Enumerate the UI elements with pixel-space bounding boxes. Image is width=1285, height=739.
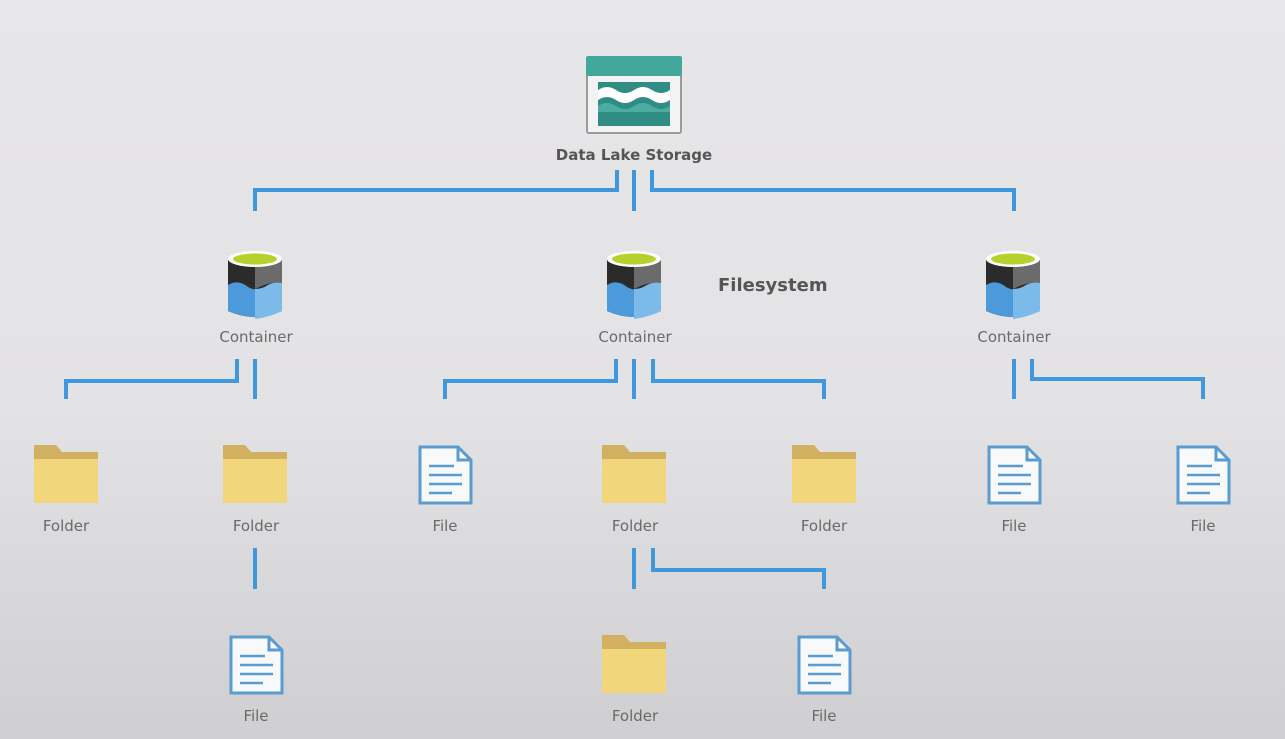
file-label: File [1001,517,1027,535]
folder-node [221,443,289,509]
file-icon [418,445,473,505]
connector-line [650,170,1016,211]
container-icon [228,251,282,319]
file-label: File [811,707,837,725]
file-icon [987,445,1042,505]
container-icon [986,251,1040,319]
folder-icon [602,445,666,503]
file-icon [1176,445,1231,505]
connector-line [253,170,619,211]
folder-label: Folder [611,707,659,725]
connector-line [651,359,826,399]
container-icon [607,251,661,319]
folder-node [600,633,668,699]
folder-label: Folder [232,517,280,535]
folder-label: Folder [611,517,659,535]
file-node [985,444,1043,510]
file-icon [797,635,852,695]
folder-node [600,443,668,509]
folder-label: Folder [42,517,90,535]
file-label: File [1190,517,1216,535]
container-label-3: Container [977,328,1051,346]
file-label: File [432,517,458,535]
container-label-2: Container [598,328,672,346]
file-icon [229,635,284,695]
container-label-1: Container [219,328,293,346]
filesystem-label: Filesystem [718,275,828,296]
data-lake-storage-icon [586,56,682,134]
connector-line [64,359,239,399]
connector-line [651,548,826,589]
file-node [1174,444,1232,510]
file-node [227,634,285,700]
file-node [416,444,474,510]
file-label: File [243,707,269,725]
container-node-1 [226,249,284,325]
folder-icon [223,445,287,503]
connector-line [443,359,618,399]
connector-line [1030,359,1205,399]
folder-node [32,443,100,509]
folder-icon [792,445,856,503]
file-node [795,634,853,700]
container-node-2 [605,249,663,325]
data-lake-storage-node [586,56,682,138]
folder-icon [602,635,666,693]
data-lake-storage-label: Data Lake Storage [555,146,713,164]
container-node-3 [984,249,1042,325]
folder-icon [34,445,98,503]
folder-node [790,443,858,509]
folder-label: Folder [800,517,848,535]
